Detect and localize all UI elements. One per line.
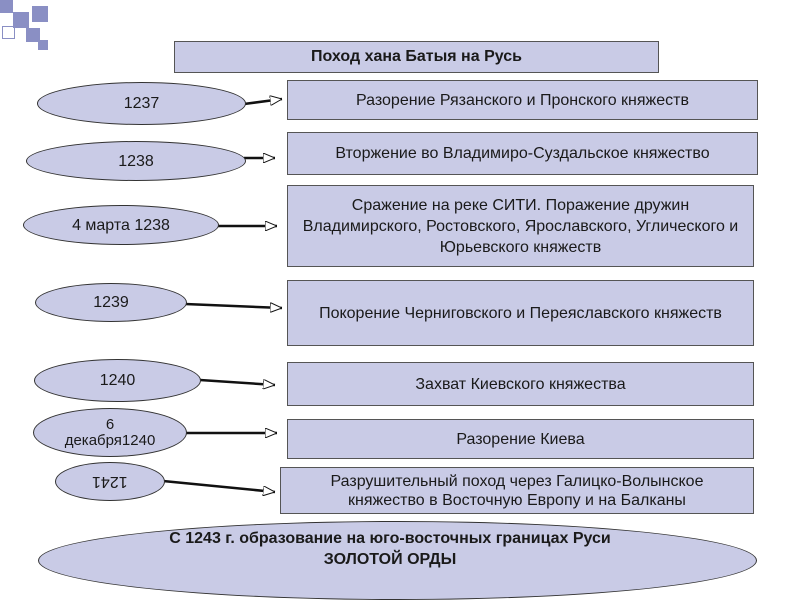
event-box-1237: Разорение Рязанского и Пронского княжест… [287,80,758,120]
arrow-1 [243,99,282,104]
conclusion-text: С 1243 г. образование на юго-восточных г… [169,530,611,568]
date-oval-1239: 1239 [35,283,187,322]
event-box-6-december-1240: Разорение Киева [287,419,754,459]
date-oval-1241: 1241 [55,462,165,501]
date-oval-4-march-1238: 4 марта 1238 [23,205,219,245]
conclusion-oval [38,521,757,600]
diagram-title: Поход хана Батыя на Русь [174,41,659,73]
decor-square-3 [32,6,48,22]
decor-square-6 [38,40,48,50]
decor-square-4 [2,26,15,39]
event-box-1241: Разрушительный поход через Галицко-Волын… [280,467,754,514]
decor-square-5 [26,28,40,42]
event-box-4-march-1238: Сражение на реке СИТИ. Поражение дружин … [287,185,754,267]
decor-square-2 [13,12,29,28]
date-oval-6-december-1240: 6 декабря1240 [33,408,187,457]
decor-square-1 [0,0,13,13]
event-box-1239: Покорение Черниговского и Переяславского… [287,280,754,346]
date-oval-1238: 1238 [26,141,246,181]
date-oval-1237: 1237 [37,82,246,125]
arrow-4 [184,304,282,308]
event-box-1238: Вторжение во Владимиро-Суздальское княже… [287,132,758,175]
date-label-1241: 1241 [92,473,128,490]
arrow-7 [162,479,275,492]
arrow-5 [199,378,275,385]
event-box-1240: Захват Киевского княжества [287,362,754,406]
date-oval-1240: 1240 [34,359,201,402]
